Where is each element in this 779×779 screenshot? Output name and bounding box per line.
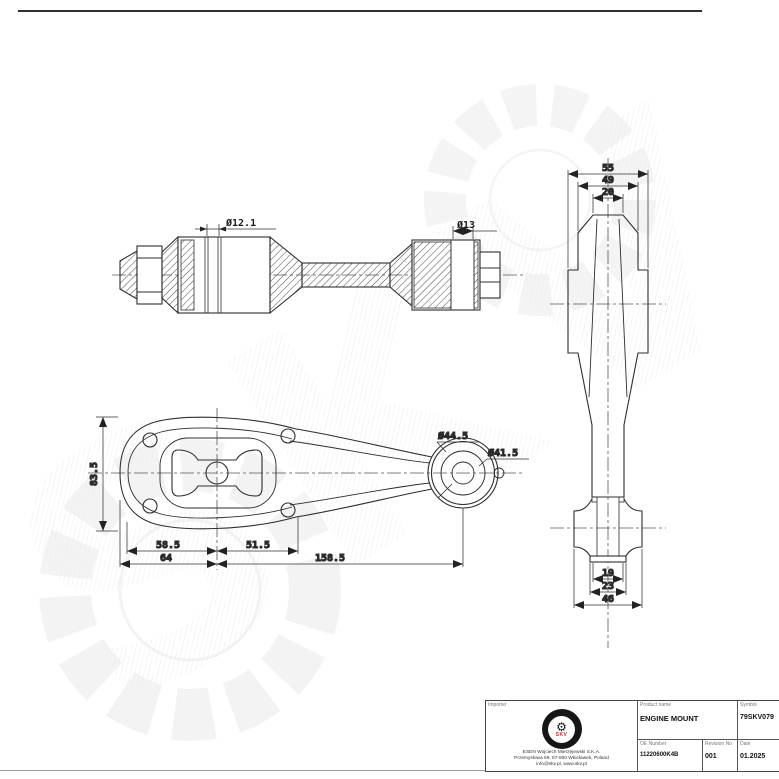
- dim-text-height: 83.5: [89, 462, 100, 486]
- bolt-hole: [142, 498, 158, 514]
- company-address-line: ESEN Wojciech Mierzejewski S.K.A.: [522, 750, 601, 755]
- importer-cell: Importer ⚙ SKV ESEN Wojciech Mierzejewsk…: [486, 701, 637, 771]
- dim-top-stack: [567, 170, 649, 268]
- dim-bottom-stack: [573, 549, 643, 609]
- bottom-bushing: [573, 498, 593, 560]
- product-name-cell: Product name ENGINE MOUNT: [638, 701, 737, 739]
- dim-text-top-outer: 55: [602, 163, 614, 174]
- bushing-inner-circle: [430, 440, 496, 506]
- revision-cell: Revision No 001: [703, 740, 737, 771]
- plan-view: Ø44.5 Ø41.5 83.5 58.5 51.5 64: [88, 408, 529, 570]
- shaft-section-view: Ø12.1 Ø13: [112, 217, 525, 315]
- dog-bone-insert: [171, 449, 263, 497]
- dim-text-top-mid: 49: [602, 175, 614, 186]
- company-address-line: Przemysłowa 59, 87-800 Włocławek, Poland: [514, 756, 609, 762]
- dim-text-bore-right: Ø13: [456, 219, 475, 231]
- dim-text-bushing-inner: Ø41.5: [487, 447, 518, 459]
- gear-icon: ⚙: [556, 719, 567, 734]
- dim-text-center-to-bushing: 158.5: [315, 553, 345, 564]
- symbol-value: 79SKV079: [740, 714, 774, 721]
- dim-text-top-inner: 20: [602, 187, 614, 198]
- sheet-border-bottom: [0, 770, 779, 771]
- dim-text-center-to-right: 51.5: [246, 540, 270, 551]
- date-label: Date: [740, 741, 751, 747]
- mount-body-outline: [119, 416, 297, 530]
- left-tip: [119, 250, 138, 300]
- company-logo: ⚙ SKV: [541, 709, 582, 749]
- revision-label: Revision No: [705, 741, 732, 747]
- dim-text-bushing-outer: Ø44.5: [437, 430, 468, 442]
- product-name-value: ENGINE MOUNT: [640, 714, 699, 723]
- bolt-hole: [142, 432, 158, 448]
- date-cell: Date 01.2025: [738, 740, 779, 771]
- company-address: ESEN Wojciech Mierzejewski S.K.A. Przemy…: [488, 750, 635, 769]
- rubber-cavity-outline: [159, 437, 277, 509]
- logo-text: SKV: [555, 731, 568, 738]
- revision-value: 001: [705, 753, 717, 760]
- shaft-rod: [301, 262, 391, 288]
- bolt-hole: [280, 428, 296, 444]
- symbol-label: Symbol: [740, 702, 757, 708]
- dim-text-overall-left: 64: [160, 553, 172, 564]
- dim-text-bottom-inner: 19: [602, 568, 614, 579]
- bolt-hole: [280, 502, 296, 518]
- product-name-label: Product name: [640, 702, 672, 708]
- dim-text-bottom-outer: 46: [602, 594, 614, 605]
- dim-bottom-row: [119, 500, 464, 568]
- sheet-border-top: [18, 10, 702, 12]
- dim-text-left-to-center: 58.5: [156, 540, 180, 551]
- importer-label: Importer: [488, 702, 507, 708]
- leader-lines: [436, 441, 529, 467]
- oe-number-value: 11220600K4B: [640, 752, 679, 758]
- center-bore: [205, 461, 229, 485]
- title-block: Importer ⚙ SKV ESEN Wojciech Mierzejewsk…: [485, 700, 779, 772]
- arm-edge: [295, 428, 433, 458]
- oe-number-cell: OE Number 11220600K4B: [638, 740, 702, 771]
- dim-text-bottom-mid: 23: [602, 581, 614, 592]
- dim-bore-left: [195, 224, 276, 236]
- gear-watermark-icon: [39, 439, 341, 741]
- gear-watermark-icon: [424, 84, 656, 316]
- symbol-cell: Symbol 79SKV079: [738, 701, 779, 739]
- dim-bore-right: [452, 226, 497, 239]
- company-address-line: info@skv.pl, www.skv.pl: [536, 762, 587, 768]
- side-view: 55 49 20 19 23 46: [550, 158, 666, 648]
- dim-text-bore-left: Ø12.1: [225, 217, 256, 229]
- dim-height: [96, 416, 118, 532]
- date-value: 01.2025: [740, 753, 766, 760]
- oe-number-label: OE Number: [640, 741, 667, 747]
